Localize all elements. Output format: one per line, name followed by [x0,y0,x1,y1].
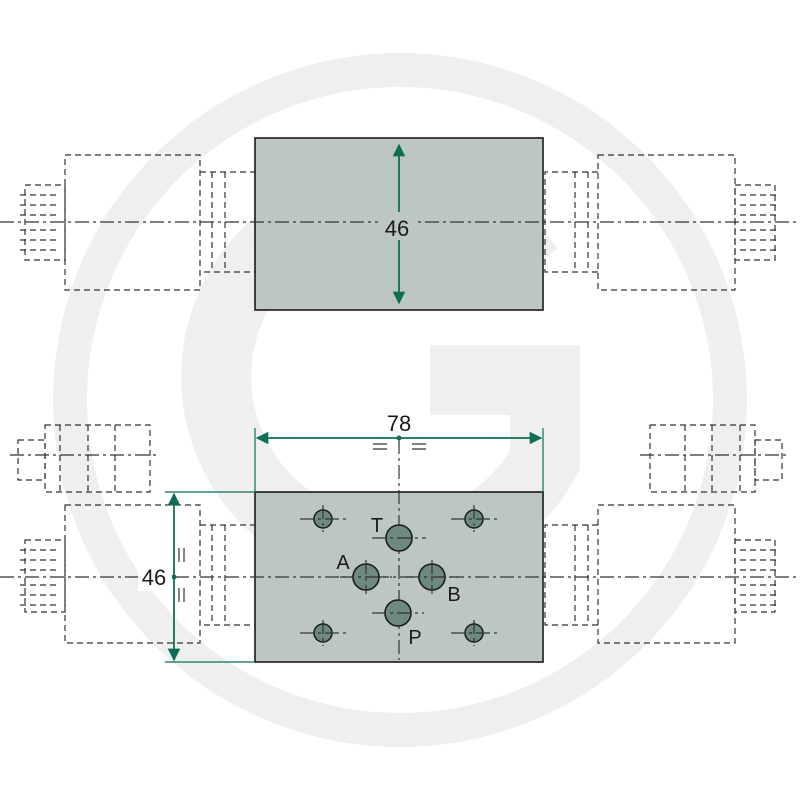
height-label-top: 46 [385,216,409,241]
left-solenoid-bottom [20,504,256,644]
top-view: 46 [0,137,800,311]
port-label-a: A [336,552,350,574]
height-label-bottom: 46 [142,565,166,590]
width-label: 78 [387,411,411,436]
mounting-holes [313,509,484,643]
width-dimension [254,428,544,492]
port-label-b: B [447,584,460,606]
port-label-t: T [371,515,383,537]
bottom-view: T A B P 78 46 [0,411,800,663]
height-dimension-bottom [165,491,255,663]
right-solenoid-bottom [544,504,780,644]
port-label-p: P [408,627,421,649]
